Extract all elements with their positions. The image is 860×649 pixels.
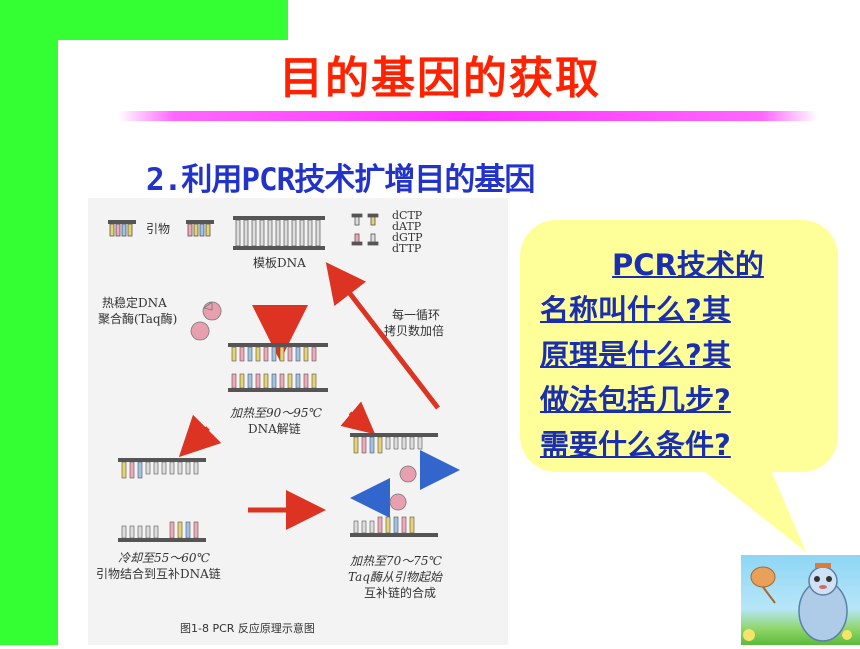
cycle-label-2: 拷贝数加倍 <box>384 324 445 338</box>
denature-label-1: 加热至90～95℃ <box>230 406 322 420</box>
cartoon-character-icon <box>743 563 852 642</box>
polymerase-icon <box>202 301 222 321</box>
pcr-diagram: 引物 模板DNA dCTP dATP dGTP dTTP 热稳定DNA 聚合酶(… <box>88 198 508 645</box>
dntp-label-1: dCTP <box>392 209 423 222</box>
cycle-label-1: 每一循环 <box>392 308 441 322</box>
bubble-line-1: PCR技术的 <box>612 248 764 282</box>
arrow-to-extend-head <box>340 401 376 435</box>
bubble-line-2: 名称叫什么?其 <box>540 293 731 327</box>
template-dna-icon <box>233 216 325 250</box>
pcr-diagram-art <box>108 213 460 542</box>
slide-title: 目的基因的获取 <box>279 53 601 104</box>
dna-extend <box>350 433 460 537</box>
green-left-band <box>0 0 58 645</box>
anneal-label-1: 冷却至55～60℃ <box>118 551 210 565</box>
dntp-label-4: dTTP <box>392 242 422 255</box>
extend-label-2: Taq酶从引物起始 <box>348 570 442 584</box>
dntp-icons <box>351 213 379 246</box>
arrow-to-anneal <box>178 414 222 458</box>
dna-middle <box>228 343 328 392</box>
denature-label-2: DNA解链 <box>248 422 301 436</box>
diagram-caption: 图1-8 PCR 反应原理示意图 <box>180 622 315 635</box>
primer-icon-right <box>186 220 214 237</box>
dna-anneal <box>118 458 206 542</box>
primer-label: 引物 <box>146 222 171 236</box>
dntp-label-3: dGTP <box>392 231 423 244</box>
speech-bubble <box>520 220 838 472</box>
bubble-line-5: 需要什么条件? <box>540 428 731 462</box>
extend-label-3: 互补链的合成 <box>364 586 437 600</box>
template-dna-label: 模板DNA <box>253 256 306 270</box>
slide-subtitle: 2.利用PCR技术扩增目的基因 <box>146 162 535 198</box>
dntp-label-2: dATP <box>392 220 422 233</box>
green-top-band <box>0 0 288 40</box>
extend-label-1: 加热至70～75℃ <box>350 554 442 568</box>
bubble-line-3: 原理是什么?其 <box>540 338 731 372</box>
primer-icon-left <box>108 220 136 237</box>
bubble-line-4: 做法包括几步? <box>540 383 731 417</box>
polymerase-label-1: 热稳定DNA <box>102 296 167 310</box>
title-underline-bar <box>118 111 818 121</box>
polymerase-label-2: 聚合酶(Taq酶) <box>98 312 178 326</box>
cartoon-character-image <box>741 555 860 645</box>
anneal-label-2: 引物结合到互补DNA链 <box>96 567 221 581</box>
arrow-cycle-back <box>325 262 440 410</box>
bubble-question-text: PCR技术的 名称叫什么?其 原理是什么?其 做法包括几步? 需要什么条件? <box>540 243 790 468</box>
polymerase-icon-2 <box>190 321 210 341</box>
